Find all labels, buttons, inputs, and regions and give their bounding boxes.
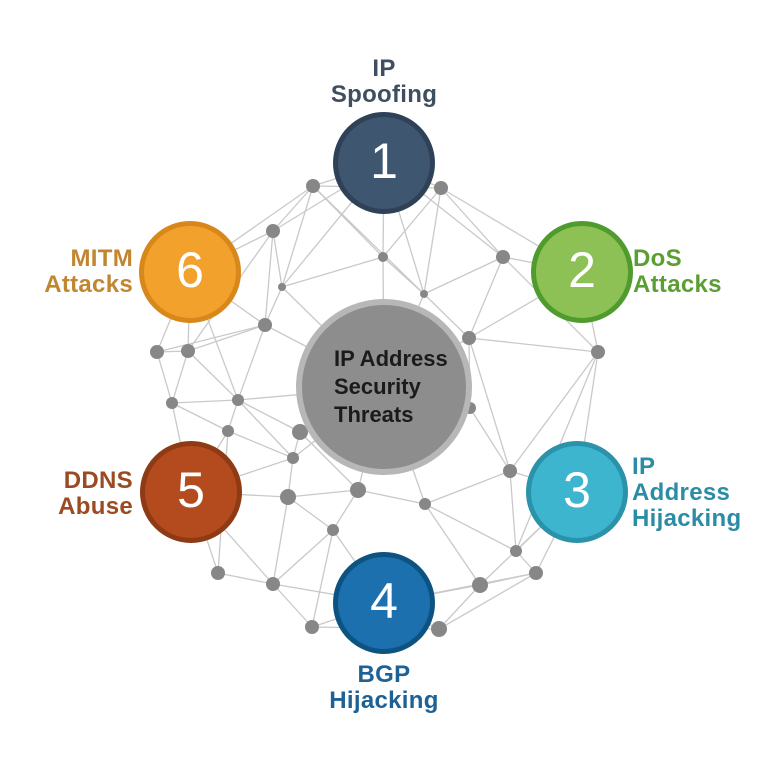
mesh-edge <box>171 402 229 432</box>
mesh-edge <box>382 256 425 295</box>
threat-1-circle: 1 <box>333 112 435 214</box>
mesh-edge <box>438 584 481 630</box>
mesh-edge <box>423 293 470 339</box>
central-hub-title: IP Address Security Threats <box>334 346 448 427</box>
mesh-edge <box>509 351 599 472</box>
threat-4-label: BGP Hijacking <box>329 661 439 714</box>
mesh-node-dot <box>472 577 488 593</box>
mesh-edge <box>272 496 289 585</box>
threat-3-circle: 3 <box>526 441 628 543</box>
mesh-node-dot <box>434 181 448 195</box>
mesh-edge <box>440 187 504 258</box>
mesh-node-dot <box>232 394 244 406</box>
mesh-edge <box>171 399 239 404</box>
threat-1-number: 1 <box>370 133 398 189</box>
mesh-edge <box>171 350 189 404</box>
mesh-node-dot <box>350 482 366 498</box>
mesh-node-dot <box>266 577 280 591</box>
mesh-edge <box>237 324 266 401</box>
threat-2-label: DoS Attacks <box>633 245 722 298</box>
mesh-edge <box>281 256 384 288</box>
mesh-node-dot <box>529 566 543 580</box>
mesh-node-dot <box>305 620 319 634</box>
mesh-edge <box>311 529 334 628</box>
mesh-edge <box>287 496 334 531</box>
threat-1-label: IP Spoofing <box>330 55 438 108</box>
threat-2-number: 2 <box>568 242 596 298</box>
threat-3-number: 3 <box>563 462 591 518</box>
mesh-node-dot <box>266 224 280 238</box>
threat-4-number: 4 <box>370 573 398 629</box>
mesh-node-dot <box>327 524 339 536</box>
mesh-edge <box>468 256 504 339</box>
mesh-edge <box>217 572 274 585</box>
mesh-node-dot <box>150 345 164 359</box>
mesh-edge <box>272 529 334 585</box>
mesh-edge <box>509 470 517 552</box>
mesh-node-dot <box>503 464 517 478</box>
mesh-node-dot <box>431 621 447 637</box>
mesh-node-dot <box>166 397 178 409</box>
mesh-edge <box>468 337 511 472</box>
mesh-node-dot <box>420 290 428 298</box>
mesh-node-dot <box>211 566 225 580</box>
threat-6-label: MITM Attacks <box>44 245 133 298</box>
mesh-edge <box>468 337 599 353</box>
central-hub-circle: IP Address Security Threats <box>296 299 472 475</box>
threat-6-number: 6 <box>176 242 204 298</box>
mesh-edge <box>299 431 359 491</box>
mesh-edge <box>357 489 426 505</box>
mesh-edge <box>382 187 442 258</box>
mesh-edge <box>272 185 314 232</box>
mesh-edge <box>469 407 511 472</box>
threat-5-circle: 5 <box>140 441 242 543</box>
mesh-edge <box>438 572 537 630</box>
mesh-node-dot <box>462 331 476 345</box>
mesh-node-dot <box>278 283 286 291</box>
mesh-node-dot <box>306 179 320 193</box>
threat-6-circle: 6 <box>139 221 241 323</box>
mesh-node-dot <box>280 489 296 505</box>
mesh-node-dot <box>419 498 431 510</box>
mesh-edge <box>424 470 511 505</box>
threat-2-circle: 2 <box>531 221 633 323</box>
mesh-node-dot <box>258 318 272 332</box>
mesh-node-dot <box>287 452 299 464</box>
mesh-edge <box>281 185 314 288</box>
mesh-edge <box>272 230 283 288</box>
mesh-edge <box>187 350 239 401</box>
mesh-edge <box>479 572 537 586</box>
mesh-edge <box>156 324 266 353</box>
mesh-node-dot <box>222 425 234 437</box>
mesh-node-dot <box>591 345 605 359</box>
mesh-edge <box>237 399 294 459</box>
mesh-edge <box>237 399 301 433</box>
mesh-node-dot <box>378 252 388 262</box>
threat-5-label: DDNS Abuse <box>58 467 133 520</box>
threat-5-number: 5 <box>177 462 205 518</box>
mesh-node-dot <box>496 250 510 264</box>
mesh-edge <box>312 185 425 295</box>
mesh-edge <box>187 324 266 352</box>
mesh-edge <box>156 351 173 404</box>
mesh-edge <box>423 256 504 295</box>
mesh-edge <box>423 187 442 295</box>
mesh-edge <box>424 503 481 586</box>
mesh-edge <box>227 430 294 459</box>
mesh-edge <box>264 230 274 326</box>
mesh-edge <box>272 583 313 628</box>
threat-4-circle: 4 <box>333 552 435 654</box>
mesh-node-dot <box>181 344 195 358</box>
mesh-node-dot <box>292 424 308 440</box>
mesh-node-dot <box>510 545 522 557</box>
mesh-edge <box>287 489 359 498</box>
mesh-edge <box>424 503 517 552</box>
threat-3-label: IP Address Hijacking <box>632 453 742 532</box>
